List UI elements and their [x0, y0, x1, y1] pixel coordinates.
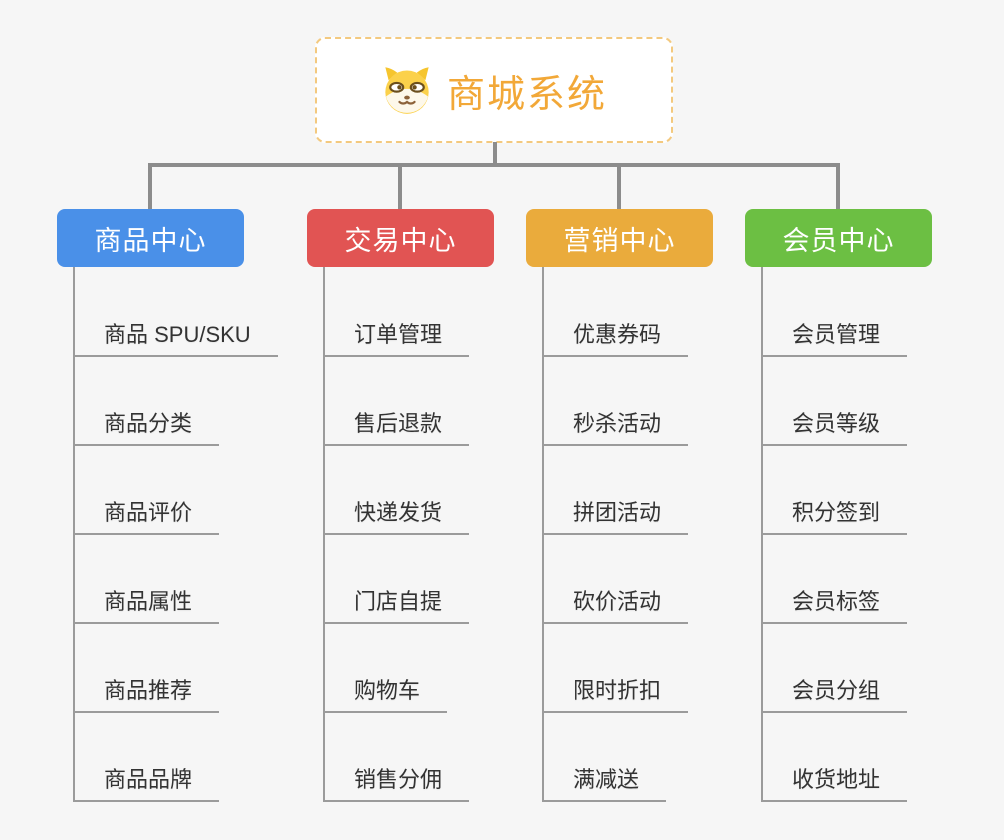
child-node-label[interactable]: 积分签到: [761, 495, 908, 535]
child-node-label[interactable]: 会员标签: [761, 584, 908, 624]
child-node-label[interactable]: 销售分佣: [323, 762, 470, 802]
connector-drop-member: [836, 163, 840, 209]
connector-drop-marketing: [617, 163, 621, 209]
child-node[interactable]: 限时折扣: [542, 624, 689, 713]
child-node-label[interactable]: 限时折扣: [542, 673, 689, 713]
child-node-label[interactable]: 优惠券码: [542, 317, 689, 357]
child-node[interactable]: 优惠券码: [542, 268, 689, 357]
child-node-label[interactable]: 商品属性: [73, 584, 220, 624]
child-node-label[interactable]: 售后退款: [323, 406, 470, 446]
child-node[interactable]: 满减送: [542, 713, 688, 802]
child-node-label[interactable]: 会员管理: [761, 317, 908, 357]
child-node[interactable]: 拼团活动: [542, 446, 689, 535]
root-node-mall-system[interactable]: 商城系统: [315, 37, 673, 143]
child-node-label[interactable]: 商品品牌: [73, 762, 220, 802]
root-node-label: 商城系统: [446, 73, 607, 116]
connector-root-vertical: [493, 142, 497, 167]
connector-drop-trade: [398, 163, 402, 209]
child-node[interactable]: 会员分组: [761, 624, 908, 713]
child-node[interactable]: 商品推荐: [73, 624, 278, 713]
connector-drop-product: [148, 163, 152, 209]
child-node-label[interactable]: 满减送: [542, 762, 667, 802]
child-node[interactable]: 门店自提: [323, 535, 470, 624]
child-node-label[interactable]: 会员等级: [761, 406, 908, 446]
children-column-product: 商品 SPU/SKU 商品分类 商品评价 商品属性 商品推荐 商品品牌: [73, 268, 278, 802]
children-column-member: 会员管理 会员等级 积分签到 会员标签 会员分组 收货地址: [761, 268, 908, 802]
child-node-label[interactable]: 快递发货: [323, 495, 470, 535]
child-node[interactable]: 订单管理: [323, 268, 470, 357]
child-node-label[interactable]: 购物车: [323, 673, 448, 713]
child-node[interactable]: 销售分佣: [323, 713, 470, 802]
child-node[interactable]: 商品 SPU/SKU: [73, 268, 278, 357]
child-node[interactable]: 会员管理: [761, 268, 908, 357]
child-node[interactable]: 快递发货: [323, 446, 470, 535]
child-node[interactable]: 会员等级: [761, 357, 908, 446]
child-node[interactable]: 商品品牌: [73, 713, 278, 802]
branch-node-trade-center[interactable]: 交易中心: [307, 209, 494, 267]
child-node[interactable]: 商品分类: [73, 357, 278, 446]
branch-node-member-center[interactable]: 会员中心: [745, 209, 932, 267]
child-node-label[interactable]: 收货地址: [761, 762, 908, 802]
children-column-marketing: 优惠券码 秒杀活动 拼团活动 砍价活动 限时折扣 满减送: [542, 268, 689, 802]
child-node[interactable]: 商品评价: [73, 446, 278, 535]
connector-horizontal-bus: [148, 163, 840, 167]
child-node[interactable]: 商品属性: [73, 535, 278, 624]
child-node-label[interactable]: 商品 SPU/SKU: [73, 317, 278, 357]
child-node[interactable]: 会员标签: [761, 535, 908, 624]
child-node-label[interactable]: 门店自提: [323, 584, 470, 624]
child-node-label[interactable]: 秒杀活动: [542, 406, 689, 446]
dog-face-icon: [385, 67, 429, 114]
child-node[interactable]: 砍价活动: [542, 535, 689, 624]
child-node-label[interactable]: 商品推荐: [73, 673, 220, 713]
child-node[interactable]: 售后退款: [323, 357, 470, 446]
child-node[interactable]: 购物车: [323, 624, 469, 713]
children-column-trade: 订单管理 售后退款 快递发货 门店自提 购物车 销售分佣: [323, 268, 470, 802]
child-node-label[interactable]: 商品分类: [73, 406, 220, 446]
child-node[interactable]: 积分签到: [761, 446, 908, 535]
child-node-label[interactable]: 订单管理: [323, 317, 470, 357]
child-node-label[interactable]: 会员分组: [761, 673, 908, 713]
child-node-label[interactable]: 商品评价: [73, 495, 220, 535]
branch-node-marketing-center[interactable]: 营销中心: [526, 209, 713, 267]
child-node-label[interactable]: 拼团活动: [542, 495, 689, 535]
branch-node-product-center[interactable]: 商品中心: [57, 209, 244, 267]
child-node[interactable]: 收货地址: [761, 713, 908, 802]
child-node-label[interactable]: 砍价活动: [542, 584, 689, 624]
child-node[interactable]: 秒杀活动: [542, 357, 689, 446]
